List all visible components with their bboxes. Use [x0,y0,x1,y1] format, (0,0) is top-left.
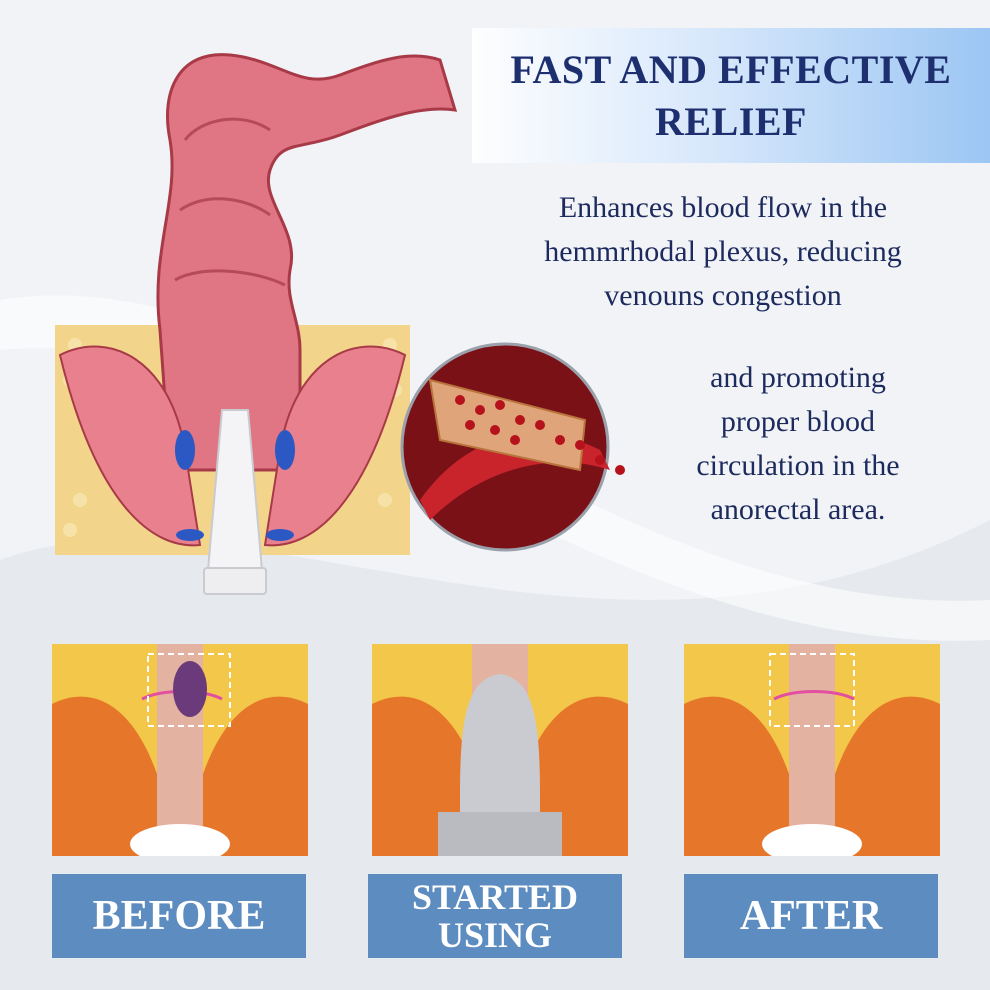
description-2-line-2: proper blood [720,405,876,438]
started-label-line-1: STARTED [411,877,579,917]
headline-band [472,28,990,163]
started-using-label: STARTED USING [368,874,622,958]
anatomy-illustration [55,53,458,595]
before-panel [52,644,308,856]
description-1-line-2: hemmrhodal plexus, reducing [544,235,902,268]
veins [175,430,295,541]
description-2: and promoting proper blood circulation i… [648,356,948,532]
after-panel [684,644,940,856]
started-label-line-2: USING [437,915,553,955]
left-muscle [58,345,202,547]
description-1-line-1: Enhances blood flow in the [558,191,888,224]
started-using-panel [372,644,628,856]
description-2-line-1: and promoting [710,361,886,394]
before-label-text: BEFORE [92,893,266,939]
headline: FAST AND EFFECTIVE RELIEF [472,44,990,148]
after-label: AFTER [684,874,938,958]
headline-line-2: RELIEF [655,99,807,144]
before-label: BEFORE [52,874,306,958]
description-2-line-4: anorectal area. [710,493,886,526]
description-1: Enhances blood flow in the hemmrhodal pl… [478,186,968,318]
right-muscle [263,345,407,547]
description-1-line-3: venouns congestion [604,279,842,312]
colon [156,53,458,472]
after-label-text: AFTER [739,893,883,939]
headline-line-1: FAST AND EFFECTIVE [510,47,952,92]
description-2-line-3: circulation in the [696,449,900,482]
